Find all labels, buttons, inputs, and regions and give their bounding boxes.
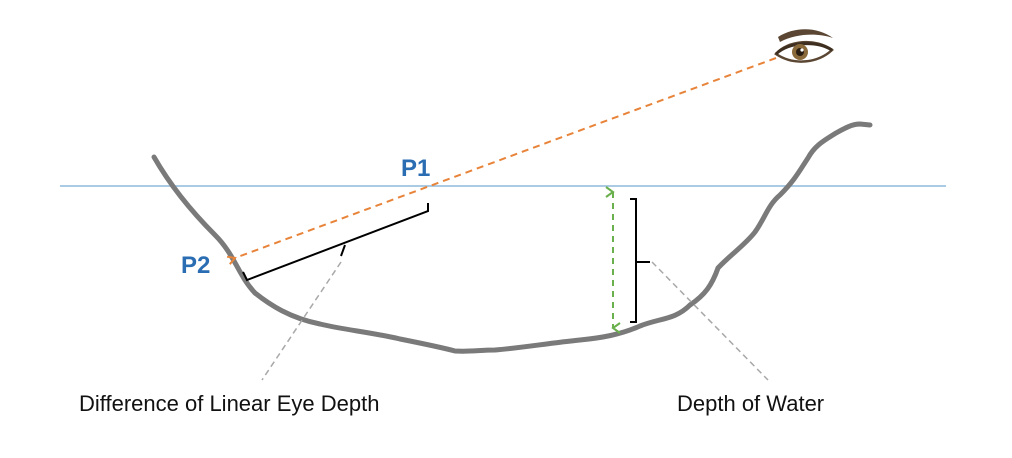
view-ray: [235, 57, 777, 258]
water-leader-line: [651, 261, 769, 381]
difference-caption: Difference of Linear Eye Depth: [79, 391, 379, 416]
p1-label: P1: [401, 155, 430, 182]
water-depth-bracket: [630, 198, 650, 323]
difference-bracket: [242, 203, 429, 282]
water-depth-caption: Depth of Water: [677, 391, 824, 416]
eye-icon: [774, 29, 834, 63]
difference-leader-line: [261, 261, 342, 381]
p2-label: P2: [181, 252, 210, 279]
riverbed-profile: [151, 121, 873, 354]
